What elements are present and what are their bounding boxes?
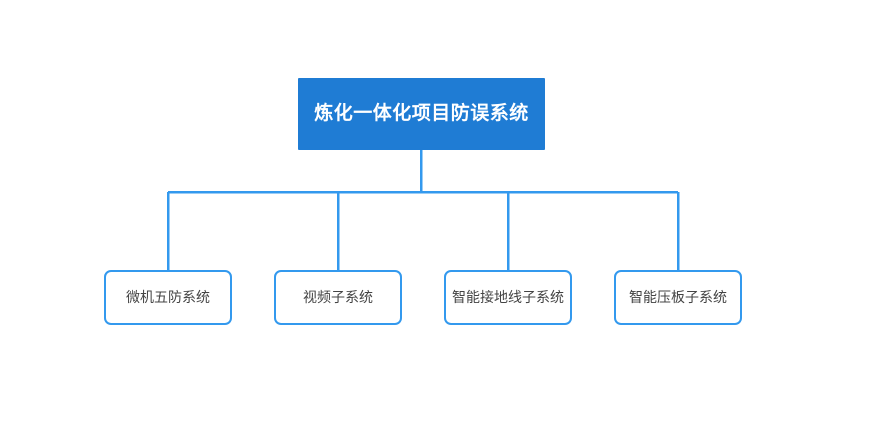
- child-node-3[interactable]: 智能接地线子系统: [444, 270, 572, 325]
- root-node[interactable]: 炼化一体化项目防误系统: [298, 78, 545, 150]
- child-node-3-label: 智能接地线子系统: [452, 289, 564, 306]
- child-node-2-label: 视频子系统: [303, 289, 373, 306]
- child-node-1-label: 微机五防系统: [126, 289, 210, 306]
- child-node-4-label: 智能压板子系统: [629, 289, 727, 306]
- child-node-1[interactable]: 微机五防系统: [104, 270, 232, 325]
- root-node-label: 炼化一体化项目防误系统: [314, 102, 529, 124]
- child-node-4[interactable]: 智能压板子系统: [614, 270, 742, 325]
- child-node-2[interactable]: 视频子系统: [274, 270, 402, 325]
